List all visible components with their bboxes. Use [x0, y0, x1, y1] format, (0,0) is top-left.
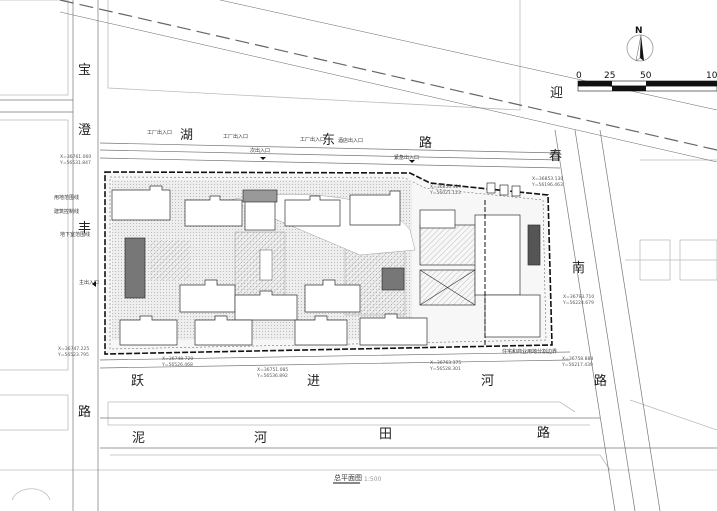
coordinate-text: X=36793.710 — [563, 294, 594, 300]
coordinate-text: Y=56526.468 — [161, 362, 193, 368]
tower-block — [381, 267, 405, 291]
secondary-entrance-label: 次出入口 — [250, 147, 270, 154]
coordinate-text: Y=56536.892 — [256, 373, 288, 379]
road-char: 东 — [322, 133, 335, 148]
building-control-label: 建筑控制线 — [54, 208, 79, 215]
road-char: 河 — [254, 431, 267, 446]
emergency-entrance-label: 紧急出入口 — [394, 154, 419, 161]
road-char: 路 — [419, 135, 432, 151]
factory-entrance-label: 工厂出入口 — [147, 129, 172, 136]
coordinate-text: Y=56021.123 — [429, 190, 461, 196]
coordinate-text: 100 — [706, 71, 717, 81]
coordinate-text: 0 — [576, 71, 582, 81]
coordinate-text: X=36758.888 — [562, 356, 593, 362]
road-char: 路 — [537, 425, 550, 441]
scale-bar: 0 25 50 100 — [576, 71, 717, 92]
site-boundary-label: 用地范围线 — [54, 194, 79, 201]
tower-block — [124, 237, 146, 299]
drawing-title: 总平面图 1:500 — [333, 473, 381, 484]
road-char: 迎 — [550, 86, 563, 101]
coordinate-text: Y=56224.679 — [562, 300, 594, 306]
factory-entrance-label: 工厂出入口 — [300, 136, 325, 143]
coordinate-text: Y=56217.439 — [561, 362, 593, 368]
coordinate-text: Y=56196.463 — [531, 182, 563, 188]
coordinate-text: X=36751.085 — [257, 367, 288, 373]
road-char: 路 — [594, 373, 607, 389]
hotel-entrance-label: 酒店出入口 — [338, 137, 363, 144]
road-char: 南 — [572, 260, 585, 276]
coordinate-text: X=36747.225 — [58, 346, 89, 352]
factory-entrance-label: 工厂出入口 — [223, 133, 248, 140]
road-names: 宝 澄 丰 路 湖 东 路 迎 春 南 路 跃 进 河 泥 河 田 路 — [78, 63, 607, 446]
coordinate-text: X=36763.375 — [430, 360, 461, 366]
coordinate-text: X=36856.429 — [430, 184, 461, 190]
road-char: 湖 — [180, 128, 193, 143]
river-char: 跃 — [131, 374, 144, 389]
coordinate-text: 25 — [604, 71, 615, 81]
coordinate-text: Y=56523.795 — [57, 352, 89, 358]
title-text: 总平面图 — [334, 473, 362, 482]
basement-boundary-label: 地下室范围线 — [60, 231, 90, 238]
coordinate-text: X=36748.720 — [162, 356, 193, 362]
annotations: 用地范围线 建筑控制线 地下室范围线 主出入口 工厂出入口 工厂出入口 工厂出入… — [54, 129, 557, 355]
commercial-buildings — [419, 182, 541, 338]
road-char: 田 — [379, 427, 392, 442]
coordinate-text: X=36761.060 — [60, 154, 91, 160]
road-char: 路 — [78, 404, 91, 420]
coordinate-text: X=36853.130 — [532, 176, 563, 182]
clubhouse — [242, 189, 278, 203]
road-char: 泥 — [132, 431, 145, 446]
river-char: 河 — [481, 374, 494, 389]
river-char: 进 — [307, 374, 320, 389]
coordinate-text: Y=56531.847 — [59, 160, 91, 166]
building-control-line — [109, 176, 547, 350]
north-arrow-icon: N — [626, 26, 654, 62]
road-char: 丰 — [78, 221, 91, 236]
main-entrance-label: 主出入口 — [79, 279, 99, 286]
road-char: 澄 — [78, 123, 91, 138]
title-scale: 1:500 — [364, 476, 381, 483]
coordinate-text: 50 — [640, 71, 652, 81]
north-label: N — [635, 26, 643, 36]
road-char: 春 — [549, 149, 562, 164]
coordinate-text: Y=56528.301 — [429, 366, 461, 372]
road-char: 宝 — [78, 63, 91, 78]
railway-line — [59, 0, 717, 163]
division-line-label: 住宅和商业用地分割边界 — [502, 348, 557, 355]
